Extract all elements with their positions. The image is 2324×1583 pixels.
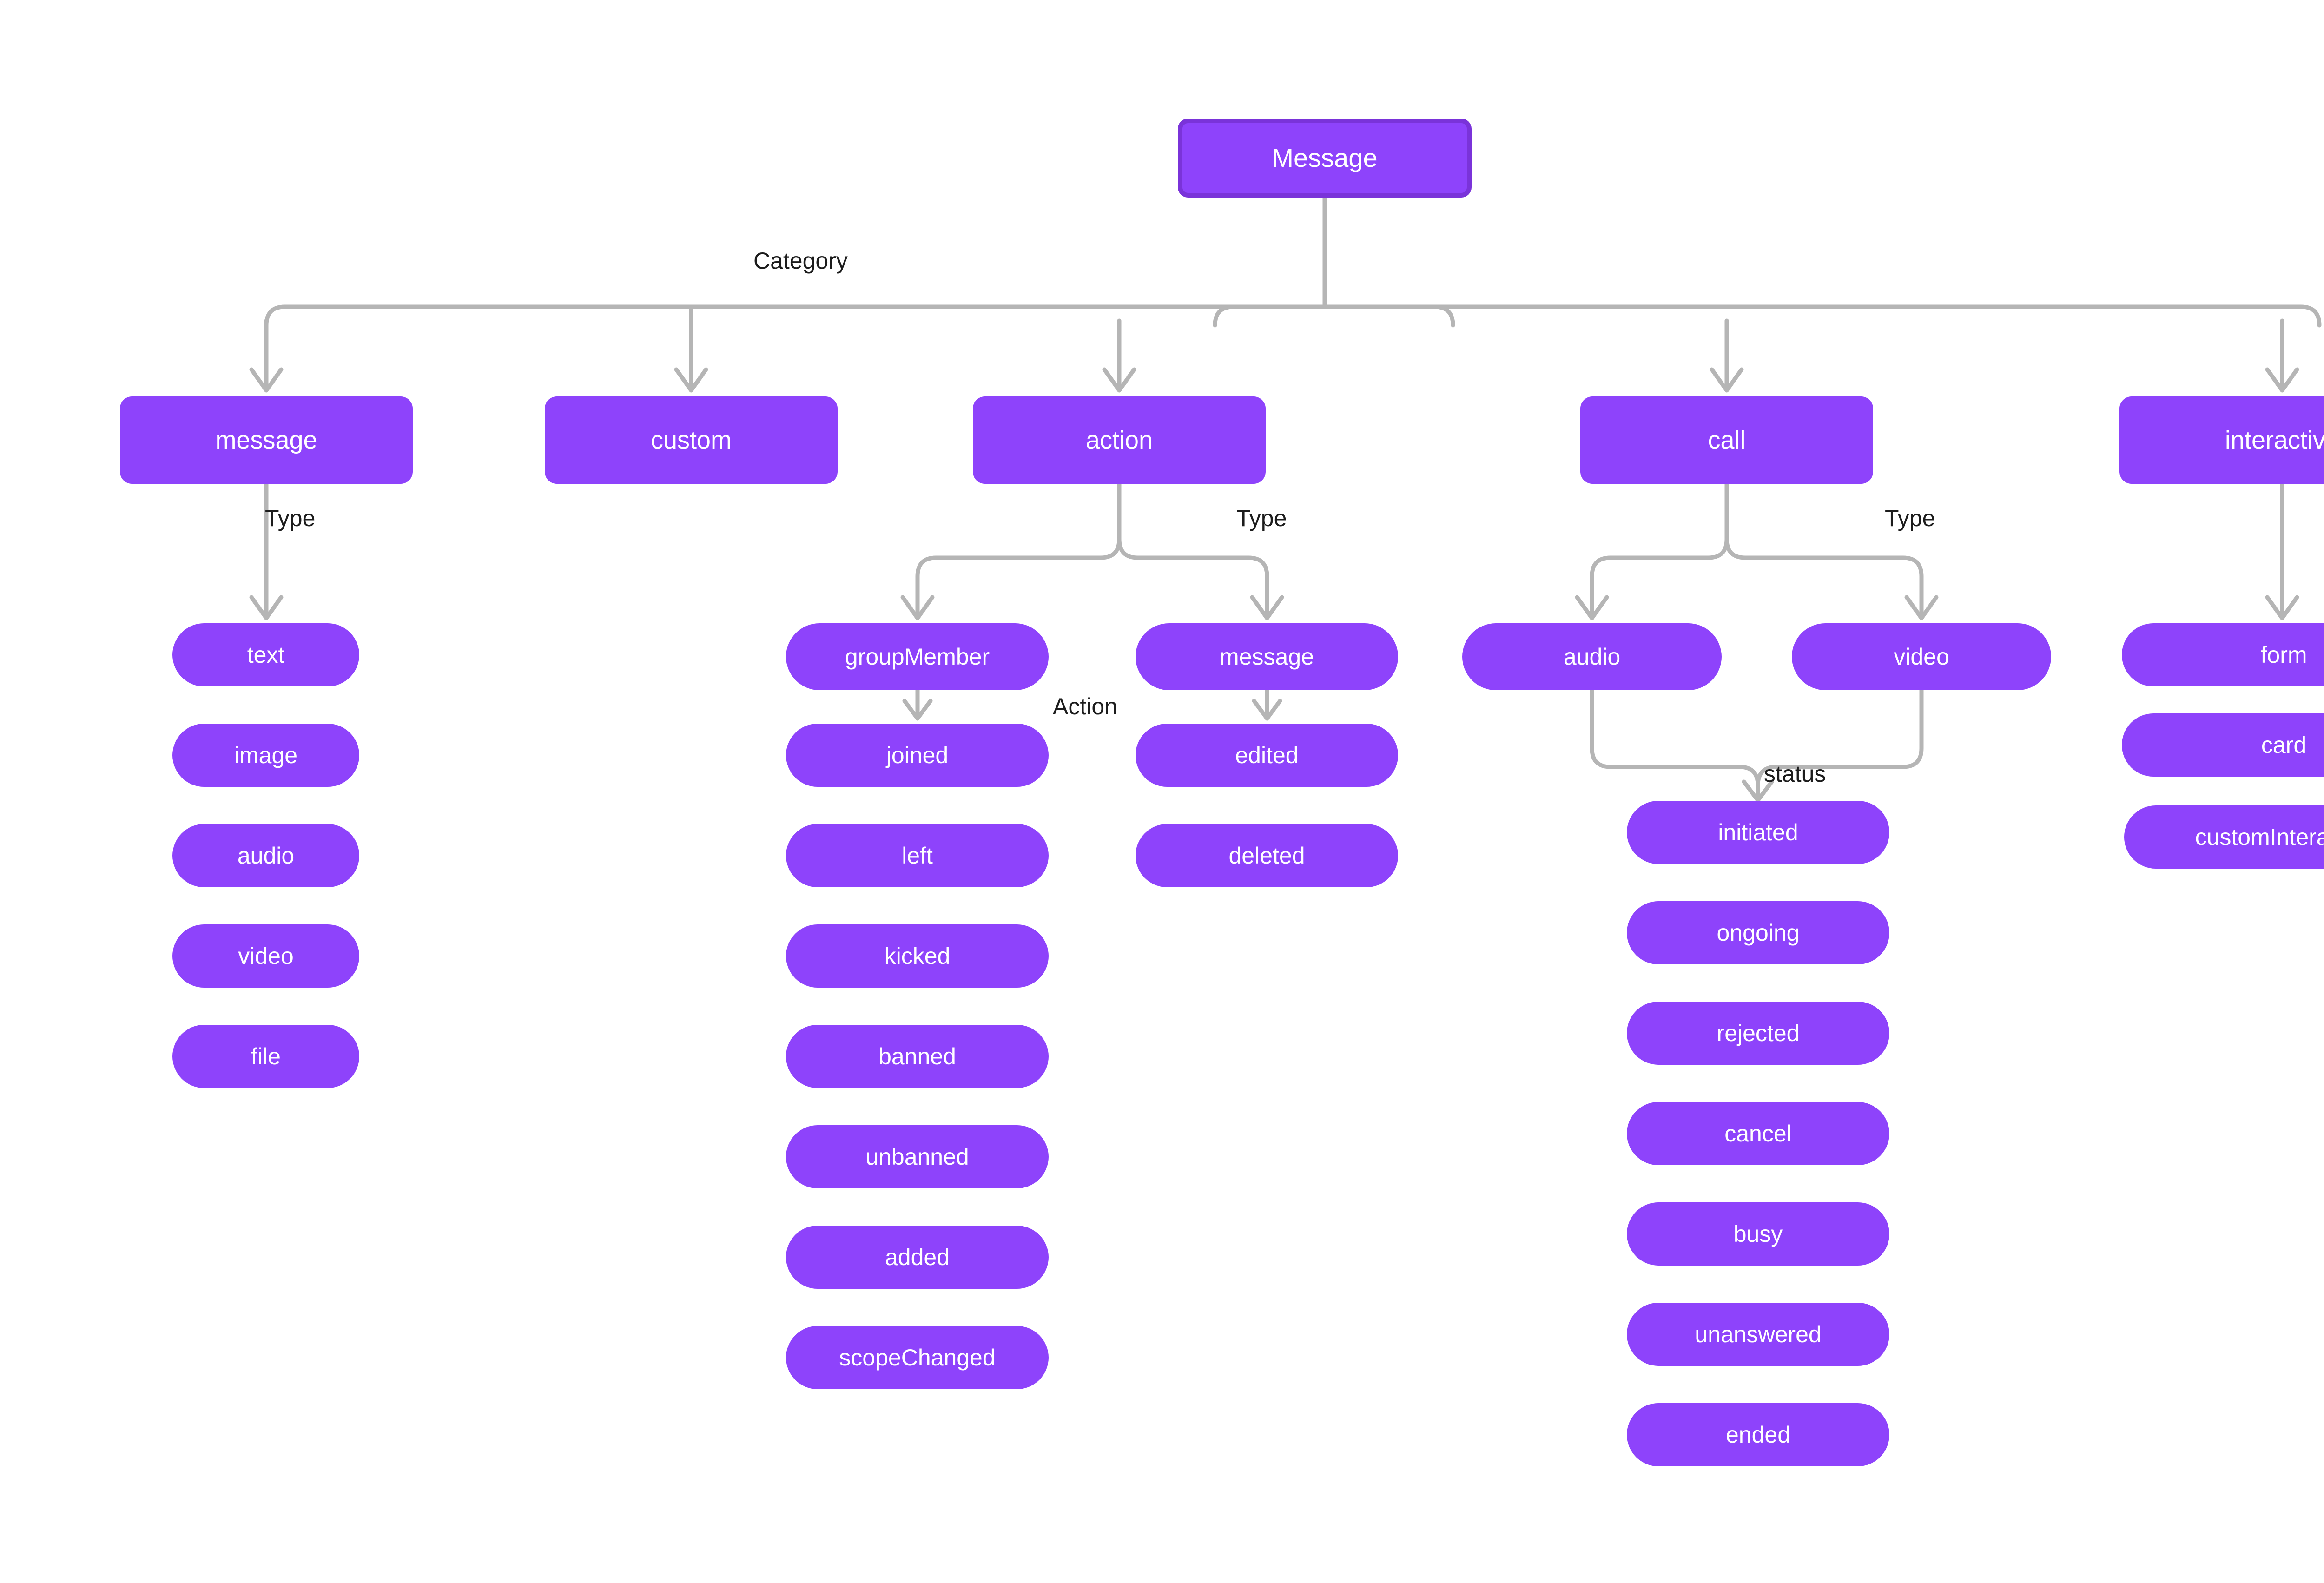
edge-call-fork-left xyxy=(1590,537,1729,616)
edge-label-type-call: Type xyxy=(1885,505,1935,531)
node-message-root[interactable]: Message xyxy=(1178,119,1472,198)
node-groupmember-action-left[interactable]: left xyxy=(786,824,1049,887)
node-message-type-audio[interactable]: audio xyxy=(172,824,359,887)
node-groupmember-action-scopechanged[interactable]: scopeChanged xyxy=(786,1326,1049,1389)
node-actionmessage-deleted[interactable]: deleted xyxy=(1136,824,1398,887)
arrow-actionmessage-to-edited xyxy=(1252,699,1282,721)
node-call-status-cancel[interactable]: cancel xyxy=(1627,1102,1889,1165)
node-call-status-busy[interactable]: busy xyxy=(1627,1202,1889,1266)
node-interactive-type-custominteractive[interactable]: customInteractive xyxy=(2124,805,2324,869)
node-category-action[interactable]: action xyxy=(973,396,1266,484)
edge-label-type-message: Type xyxy=(265,505,316,531)
arrow-action-to-groupmember xyxy=(900,595,935,620)
edge-label-action: Action xyxy=(1053,693,1117,719)
node-message-type-image[interactable]: image xyxy=(172,724,359,787)
arrow-to-interactive xyxy=(2265,367,2299,393)
node-actionmessage-edited[interactable]: edited xyxy=(1136,724,1398,787)
edge-action-fork-right xyxy=(1117,537,1269,616)
edge-label-category: Category xyxy=(753,248,848,274)
node-interactive-type-form[interactable]: form xyxy=(2122,623,2324,686)
node-call-status-ongoing[interactable]: ongoing xyxy=(1627,901,1889,964)
node-call-type-video[interactable]: video xyxy=(1792,623,2051,690)
node-message-type-video[interactable]: video xyxy=(172,924,359,988)
edge-call-fork-right xyxy=(1724,537,1924,616)
arrow-message-to-text xyxy=(249,595,284,620)
node-call-status-initiated[interactable]: initiated xyxy=(1627,801,1889,864)
edge-category-bus xyxy=(264,304,1455,328)
node-call-status-ended[interactable]: ended xyxy=(1627,1403,1889,1466)
arrow-call-to-audio xyxy=(1575,595,1609,620)
node-message-type-file[interactable]: file xyxy=(172,1025,359,1088)
node-groupmember-action-banned[interactable]: banned xyxy=(786,1025,1049,1088)
node-groupmember-action-kicked[interactable]: kicked xyxy=(786,924,1049,988)
node-interactive-type-card[interactable]: card xyxy=(2122,713,2324,777)
arrow-to-call xyxy=(1710,367,1744,393)
node-call-status-rejected[interactable]: rejected xyxy=(1627,1002,1889,1065)
arrow-to-action xyxy=(1102,367,1136,393)
node-category-custom[interactable]: custom xyxy=(545,396,838,484)
arrow-action-to-message xyxy=(1250,595,1284,620)
node-call-type-audio[interactable]: audio xyxy=(1462,623,1722,690)
arrow-groupmember-to-joined xyxy=(902,699,933,721)
node-category-call[interactable]: call xyxy=(1580,396,1873,484)
node-category-interactive[interactable]: interactive xyxy=(2119,396,2324,484)
node-groupmember-action-joined[interactable]: joined xyxy=(786,724,1049,787)
arrow-to-message xyxy=(249,367,284,393)
node-groupmember-action-added[interactable]: added xyxy=(786,1226,1049,1289)
arrow-call-to-video xyxy=(1904,595,1939,620)
edge-audio-to-status xyxy=(1590,688,1760,799)
node-call-status-unanswered[interactable]: unanswered xyxy=(1627,1303,1889,1366)
node-action-type-message[interactable]: message xyxy=(1136,623,1398,690)
arrow-interactive-to-form xyxy=(2265,595,2299,620)
arrow-to-custom xyxy=(674,367,708,393)
edge-label-type-action: Type xyxy=(1236,505,1287,531)
edge-category-bus-right xyxy=(1213,304,2322,328)
node-groupmember-action-unbanned[interactable]: unbanned xyxy=(786,1125,1049,1188)
node-message-type-text[interactable]: text xyxy=(172,623,359,686)
node-action-type-groupmember[interactable]: groupMember xyxy=(786,623,1049,690)
edge-label-status: status xyxy=(1764,761,1826,787)
edge-action-fork-left xyxy=(915,537,1122,616)
node-category-message[interactable]: message xyxy=(120,396,413,484)
